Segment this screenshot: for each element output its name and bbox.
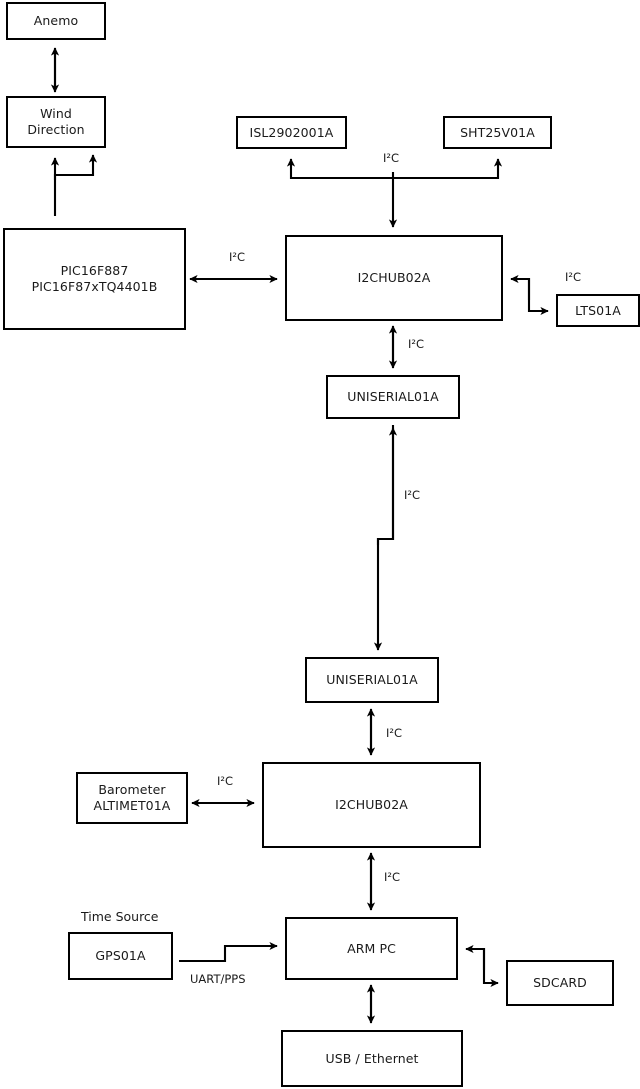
node-pic-microcontroller[interactable]: PIC16F887 PIC16F87xTQ4401B <box>3 228 186 330</box>
node-sht25v01a-label: SHT25V01A <box>460 124 535 140</box>
connector-armpc-to-sdcard <box>466 947 499 988</box>
edge-label-i2c-hub-to-armpc: I²C <box>384 870 401 884</box>
node-isl2902001a[interactable]: ISL2902001A <box>236 116 347 149</box>
node-anemo[interactable]: Anemo <box>6 2 106 40</box>
node-barometer-altimet01a[interactable]: Barometer ALTIMET01A <box>76 772 188 824</box>
node-uniserial01a-bottom[interactable]: UNISERIAL01A <box>305 657 439 703</box>
edge-label-i2c-top-bus: I²C <box>383 151 400 165</box>
edge-label-i2c-uniserial-link: I²C <box>404 488 421 502</box>
node-gps01a[interactable]: GPS01A <box>68 932 173 980</box>
connector-lts-to-hubtop <box>510 274 531 300</box>
node-barometer-altimet01a-label: Barometer ALTIMET01A <box>93 782 171 813</box>
node-uniserial01a-bottom-label: UNISERIAL01A <box>326 672 418 687</box>
connector-bus-hubtop-to-sensors <box>286 158 393 180</box>
edge-label-i2c-pic-to-hub: I²C <box>229 250 246 264</box>
connector-pic-to-wind <box>53 154 98 216</box>
node-usb-ethernet-label: USB / Ethernet <box>325 1050 419 1066</box>
node-lts01a-label: LTS01A <box>575 302 621 318</box>
node-uniserial01a-top-label: UNISERIAL01A <box>347 389 439 404</box>
edge-label-i2c-uniserial-to-hub: I²C <box>386 726 403 740</box>
node-uniserial01a-top[interactable]: UNISERIAL01A <box>326 375 460 419</box>
node-gps01a-label: GPS01A <box>95 948 146 963</box>
label-time-source: Time Source <box>81 909 159 924</box>
edge-label-i2c-barometer-to-hub: I²C <box>217 774 234 788</box>
node-sht25v01a[interactable]: SHT25V01A <box>443 116 552 149</box>
node-wind-direction-label: Wind Direction <box>27 106 85 137</box>
edge-label-uart-pps: UART/PPS <box>190 972 246 986</box>
node-sdcard-label: SDCARD <box>533 975 587 990</box>
edge-label-i2c-hub-to-lts: I²C <box>565 270 582 284</box>
node-isl2902001a-label: ISL2902001A <box>249 124 334 140</box>
node-arm-pc[interactable]: ARM PC <box>285 917 458 980</box>
connector-gps-to-armpc <box>179 941 278 963</box>
node-wind-direction[interactable]: Wind Direction <box>6 96 106 148</box>
node-i2chub02a-bottom-label: I2CHUB02A <box>335 797 408 812</box>
node-pic-microcontroller-label: PIC16F887 PIC16F87xTQ4401B <box>31 263 158 294</box>
edge-label-i2c-hub-to-uniserial: I²C <box>408 337 425 351</box>
node-anemo-label: Anemo <box>33 13 79 28</box>
node-sdcard[interactable]: SDCARD <box>506 960 614 1006</box>
node-i2chub02a-top[interactable]: I2CHUB02A <box>285 235 503 321</box>
connector-uniserialtop-to-uniserialbot <box>373 425 395 651</box>
node-i2chub02a-top-label: I2CHUB02A <box>357 270 431 285</box>
connector-sdcard-to-armpc <box>465 944 486 970</box>
node-usb-ethernet[interactable]: USB / Ethernet <box>281 1030 463 1087</box>
node-lts01a[interactable]: LTS01A <box>556 294 640 327</box>
node-arm-pc-label: ARM PC <box>347 940 396 956</box>
connector-bus-hubtop-to-sht <box>393 158 503 180</box>
node-i2chub02a-bottom[interactable]: I2CHUB02A <box>262 762 481 848</box>
connector-uniserialbot-to-uniserialtop <box>376 427 398 545</box>
